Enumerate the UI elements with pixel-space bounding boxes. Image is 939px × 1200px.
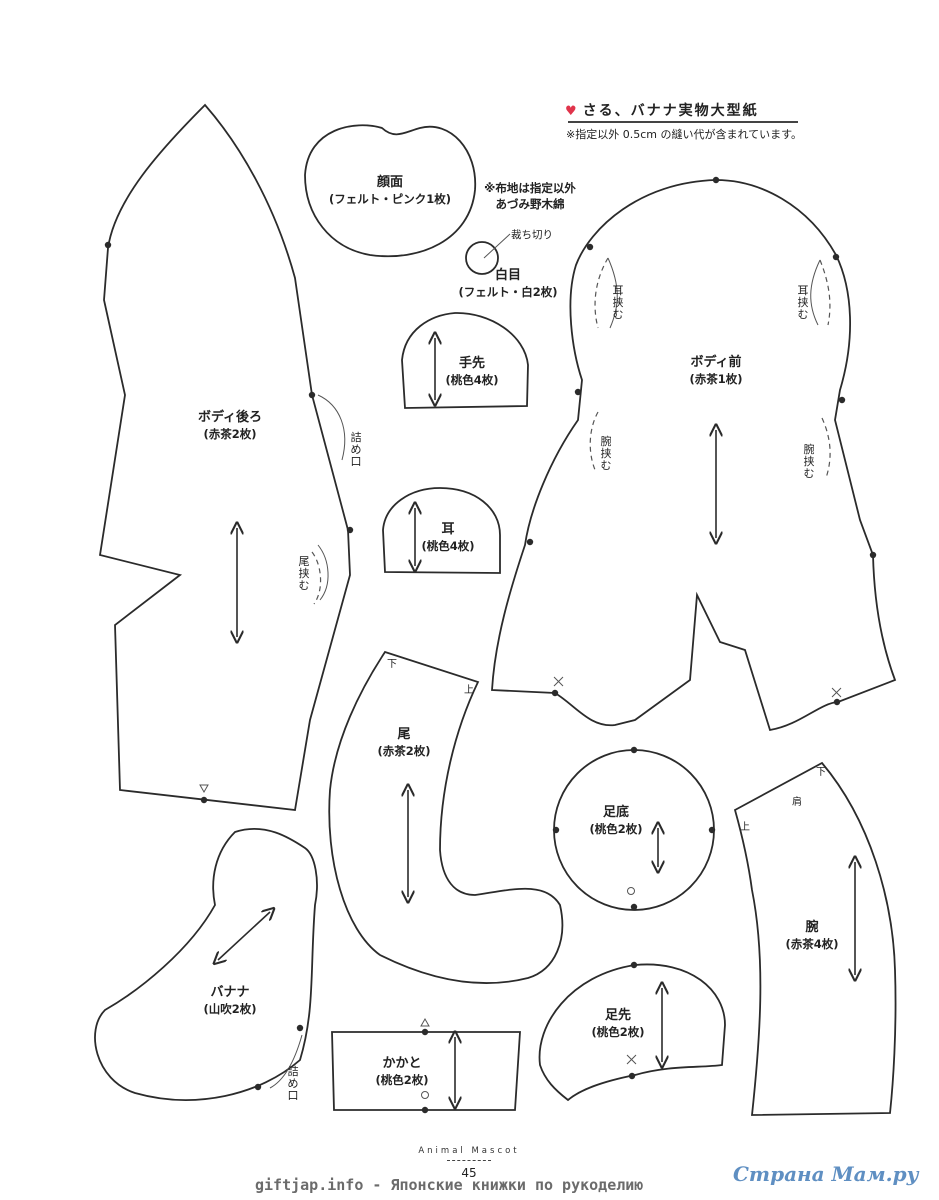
arm-mark-top: 上 — [740, 822, 750, 833]
tail-mark-bottom: 下 — [387, 659, 397, 670]
body-back-tail-insert: 尾挟む — [298, 555, 310, 592]
arm-label: 腕 (赤茶4枚) — [785, 920, 839, 951]
banana-stuff-opening: 詰め口 — [287, 1065, 299, 1102]
notch-dots — [104, 176, 877, 1114]
body-back-stuff-opening: 詰め口 — [350, 431, 362, 468]
hand-outline — [401, 312, 529, 409]
arm-mark-shoulder: 肩 — [792, 797, 802, 808]
fabric-note-line2: あづみ野木綿 — [495, 197, 565, 211]
sole-label: 足底 (桃色2枚) — [589, 805, 643, 836]
title-divider — [568, 121, 798, 123]
body-back-label: ボディ後ろ (赤茶2枚) — [197, 410, 263, 441]
heart-icon: ♥ — [565, 104, 579, 119]
triangle-mark-icon — [199, 784, 209, 794]
fabric-note-line1: ※布地は指定以外 — [484, 181, 576, 195]
body-front-outline — [491, 179, 897, 732]
ear-outline — [382, 487, 501, 574]
body-front-ear-insert-left: 耳挟む — [612, 284, 624, 321]
body-front-arm-insert-right: 腕挟む — [803, 443, 815, 480]
tail-label: 尾 (赤茶2枚) — [377, 727, 431, 758]
body-front-ear-insert-right: 耳挟む — [797, 284, 809, 321]
seam-allowance-note: ※指定以外 0.5cm の縫い代が含まれています。 — [566, 128, 803, 141]
arm-outline — [733, 761, 897, 1116]
body-front-label: ボディ前 (赤茶1枚) — [689, 355, 743, 386]
grain-arrow-icon — [218, 912, 270, 960]
page-title: ♥さる、バナナ実物大型紙 — [565, 100, 759, 120]
eye-label: 白目 (フェルト・白2枚) — [458, 268, 558, 299]
footer-brand: Animal Mascot — [418, 1146, 520, 1156]
footer-divider — [447, 1160, 491, 1161]
banana-outline — [94, 827, 318, 1101]
body-front-arm-insert-left: 腕挟む — [600, 435, 612, 472]
tail-outline — [328, 650, 564, 984]
arm-mark-bottom: 下 — [816, 767, 826, 778]
page-title-text: さる、バナナ実物大型紙 — [582, 103, 759, 119]
hand-label: 手先 (桃色4枚) — [445, 356, 499, 387]
eye-cut-note: 裁ち切り — [511, 229, 553, 241]
toe-label: 足先 (桃色2枚) — [591, 1008, 645, 1039]
face-label: 顔面 (フェルト・ピンク1枚) — [328, 175, 452, 206]
watermark-right[interactable]: Страна Мам.ру — [733, 1162, 919, 1186]
toe-outline — [538, 963, 726, 1102]
triangle-mark-icon — [420, 1017, 430, 1027]
fabric-note: ※布地は指定以外 あづみ野木綿 — [484, 180, 576, 212]
watermark-left[interactable]: giftjap.info - Японские книжки по рукоде… — [255, 1176, 644, 1194]
face-outline — [304, 124, 476, 258]
banana-label: バナナ (山吹2枚) — [203, 985, 257, 1016]
body-back-outline — [98, 103, 351, 811]
page-number: 45 — [461, 1166, 477, 1180]
heel-label: かかと (桃色2枚) — [375, 1056, 429, 1087]
ear-label: 耳 (桃色4枚) — [421, 522, 475, 553]
eye-outline — [465, 241, 499, 275]
tail-mark-top: 上 — [464, 685, 474, 696]
circle-mark-icon — [421, 1091, 429, 1099]
circle-mark-icon — [627, 887, 635, 895]
cross-mark-icon — [553, 676, 842, 1065]
